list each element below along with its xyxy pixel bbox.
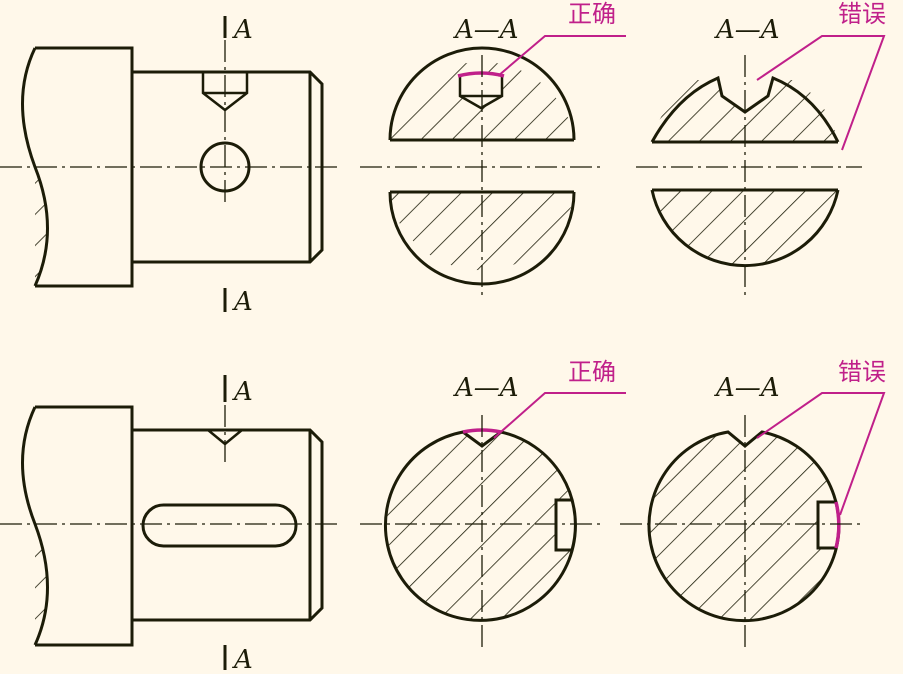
top-correct-note: 正确 [568, 0, 616, 28]
bottom-correct-title: A—A [453, 373, 519, 403]
leader-correct-top [497, 35, 626, 77]
top-correct-title: A—A [453, 15, 519, 45]
bottom-correct-section [384, 428, 586, 622]
top-wrong-section [640, 60, 840, 268]
bottom-cut-label-a-bottom: A [232, 645, 253, 674]
top-wrong-note: 错误 [838, 0, 886, 28]
correct-highlight [457, 71, 505, 78]
leader-wrong-bottom [756, 392, 886, 516]
keyway-slot [141, 503, 298, 548]
bottom-cut-label-a: A [232, 377, 253, 407]
bottom-correct-note: 正确 [568, 358, 616, 386]
bottom-shaft-view [21, 405, 324, 647]
shaft-break-hatch [35, 167, 48, 286]
top-wrong-title: A—A [714, 15, 780, 45]
bottom-wrong-title: A—A [714, 373, 780, 403]
leader-correct-bottom [493, 392, 626, 439]
bottom-wrong-note: 错误 [838, 358, 886, 386]
top-cut-label-a: A [232, 15, 253, 45]
top-cut-label-a-bottom: A [232, 287, 253, 317]
leader-wrong-top [756, 35, 886, 151]
top-shaft-view [21, 46, 324, 288]
bottom-wrong-section [647, 430, 848, 623]
